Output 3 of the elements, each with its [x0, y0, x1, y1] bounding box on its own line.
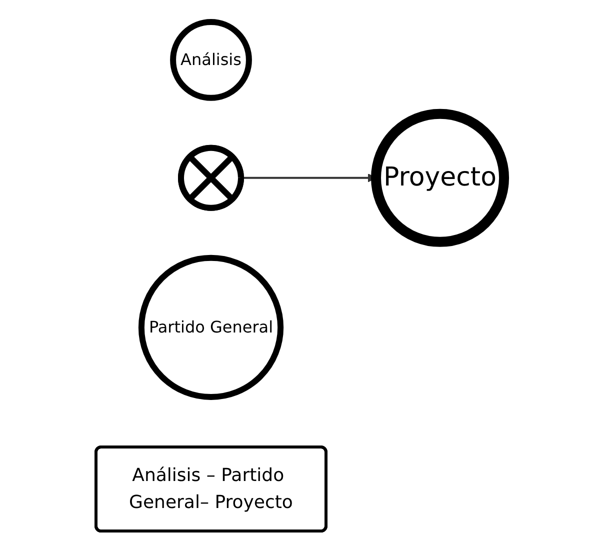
node-circle: Partido General: [138, 254, 284, 400]
node-circle: Proyecto: [371, 108, 510, 247]
node-circle: Análisis: [170, 18, 252, 101]
